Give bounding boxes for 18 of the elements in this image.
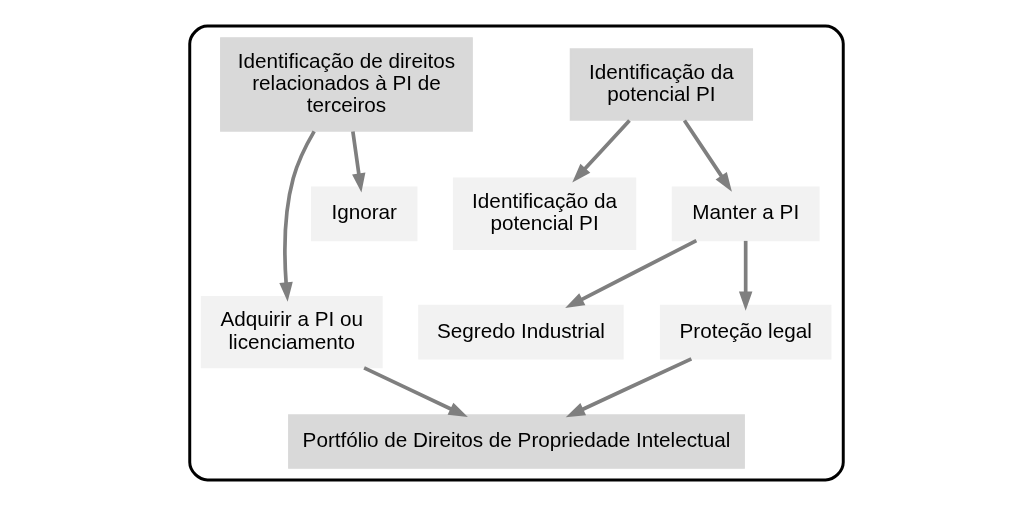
arrow xyxy=(682,119,732,192)
node-box: Identificação de direitos relacionados à PI de terceiros xyxy=(220,37,473,132)
cluster xyxy=(188,24,845,482)
node-box: Ignorar xyxy=(311,186,418,242)
arrow xyxy=(565,357,693,418)
arrow xyxy=(279,130,316,302)
arrow xyxy=(572,119,631,183)
node-box: Identificação da potencial PI xyxy=(569,48,754,121)
arrow xyxy=(363,366,468,417)
node-box: Manter a PI xyxy=(671,186,820,242)
node-box: Portfólio de Direitos de Propriedade Intelectual xyxy=(288,414,745,469)
arrow xyxy=(738,240,753,311)
node-box: Adquirir a PI ou licenciamento xyxy=(200,295,383,369)
node-box: Segredo Industrial xyxy=(418,304,624,360)
node-box: Identificação da potencial PI xyxy=(452,177,637,251)
node-box: Proteção legal xyxy=(659,304,832,360)
arrow xyxy=(351,131,366,193)
arrow xyxy=(565,238,698,308)
